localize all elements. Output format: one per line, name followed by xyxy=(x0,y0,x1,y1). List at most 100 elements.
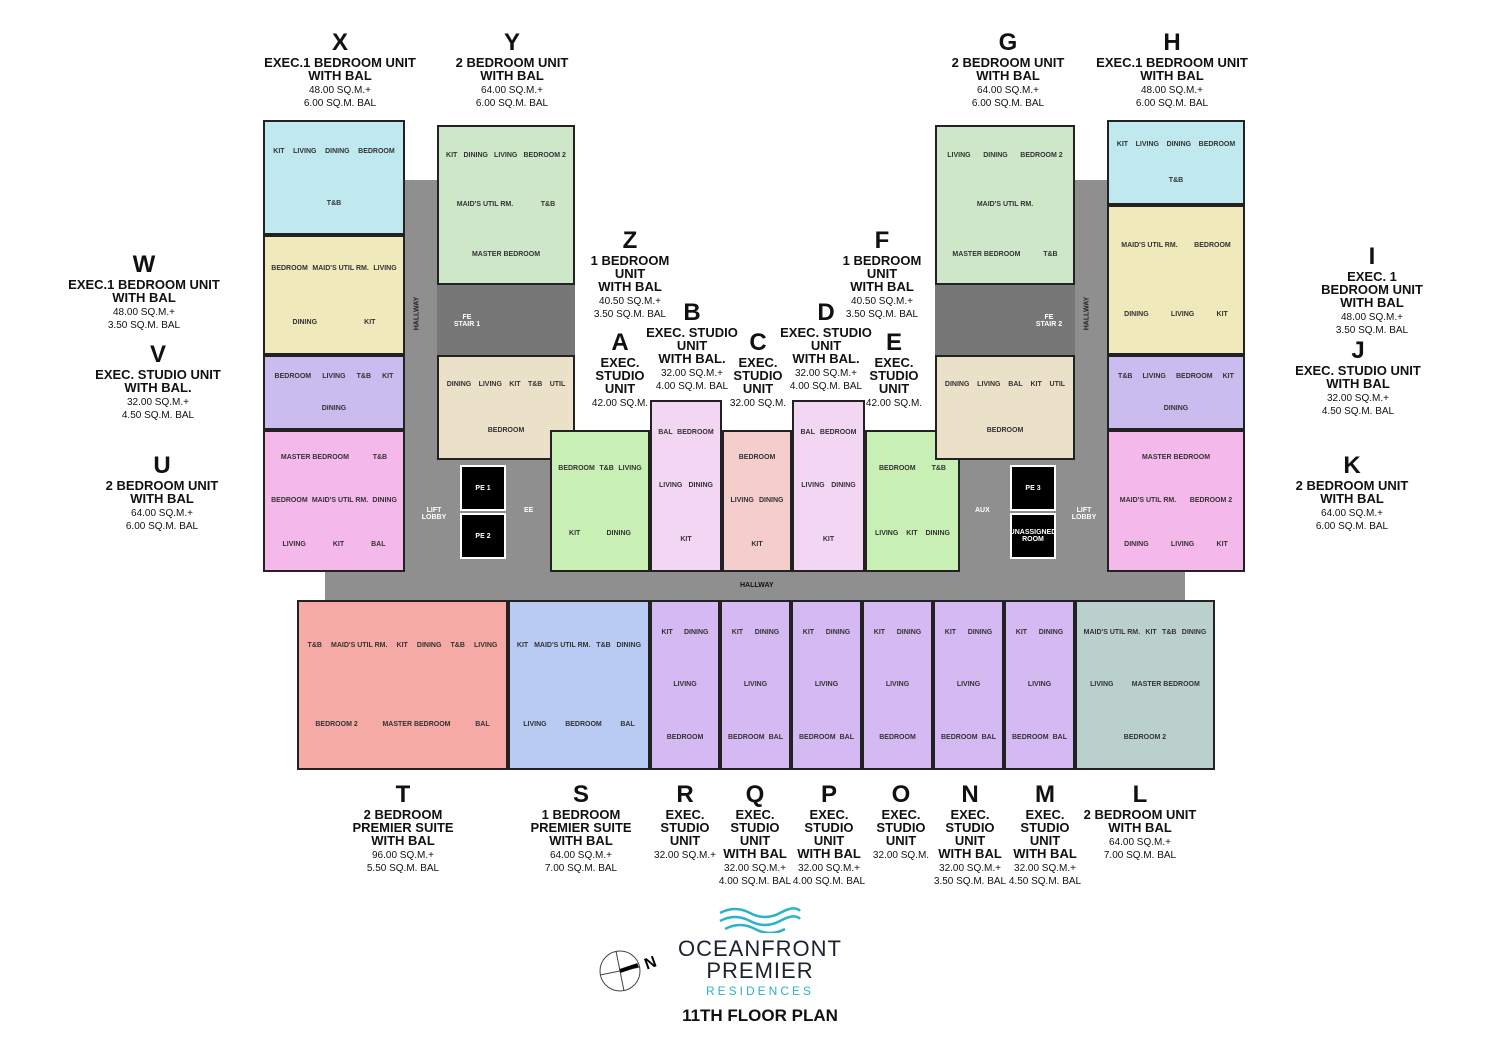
room-label: LIVING xyxy=(494,152,518,160)
unit-area: 32.00 SQ.M. xyxy=(872,850,930,861)
room-label: LIVING xyxy=(885,681,910,689)
room-label: DINING xyxy=(416,642,442,649)
room-label: DINING xyxy=(831,482,856,490)
room-label: KIT xyxy=(1116,140,1129,148)
unit-area: 32.00 SQ.M.+ xyxy=(654,850,716,861)
unit-letter: L xyxy=(1132,781,1148,808)
unit-letter: J xyxy=(1351,337,1365,364)
unit-area: 32.00 SQ.M. xyxy=(729,398,787,409)
unit-type: EXEC. STUDIO UNIT WITH BAL xyxy=(1013,807,1077,861)
unit-type: EXEC. 1 BEDROOM UNIT WITH BAL xyxy=(1321,269,1423,310)
unit-letter: K xyxy=(1343,452,1361,479)
elevator-pe1: PE 1 xyxy=(460,465,506,511)
room-label: LIVING xyxy=(293,148,317,156)
stair-2 xyxy=(935,285,1075,355)
room-label: LIVING xyxy=(1135,140,1159,148)
room-label: BEDROOM xyxy=(358,148,395,156)
fe-stair-2-label: FE STAIR 2 xyxy=(1035,314,1063,328)
hallway-right-label: HALLWAY xyxy=(1083,296,1091,331)
room-label: T&B xyxy=(450,642,465,649)
room-label: KIT xyxy=(1030,380,1042,388)
room-label: BAL xyxy=(1008,380,1023,388)
room-label: KIT xyxy=(906,530,918,537)
room-label: DINING xyxy=(754,628,780,636)
room-label: KIT xyxy=(273,148,285,156)
ee-label: EE xyxy=(524,507,534,514)
wave-logo-icon xyxy=(719,907,801,935)
room-label: MASTER BEDROOM xyxy=(280,454,349,462)
room-label: LIVING xyxy=(977,380,1001,388)
unit-type: EXEC. STUDIO UNIT xyxy=(876,807,926,848)
unit-type: EXEC. STUDIO UNIT xyxy=(660,807,710,848)
fe-stair-1-label: FE STAIR 1 xyxy=(453,314,481,328)
unit-area: 64.00 SQ.M.+ 6.00 SQ.M. BAL xyxy=(1315,508,1389,532)
unit-area: 32.00 SQ.M.+ 4.50 SQ.M. BAL xyxy=(1008,863,1082,887)
unit-letter: U xyxy=(153,452,171,479)
room-label: T&B xyxy=(931,465,946,472)
room-label: T&B xyxy=(307,642,322,649)
unit-type: 2 BEDROOM UNIT WITH BAL xyxy=(1295,478,1409,506)
unit-type: 2 BEDROOM UNIT WITH BAL xyxy=(455,55,569,83)
unit-area: 32.00 SQ.M.+ 4.00 SQ.M. BAL xyxy=(655,368,729,392)
floor-plan-title: 11TH FLOOR PLAN xyxy=(682,1006,838,1025)
lift-lobby-right: LIFT LOBBY xyxy=(1071,507,1097,521)
room-label: KIT xyxy=(1222,373,1234,381)
unit-area: 64.00 SQ.M.+ 7.00 SQ.M. BAL xyxy=(1103,837,1177,861)
unit-area: 32.00 SQ.M.+ 4.00 SQ.M. BAL xyxy=(789,368,863,392)
unit-type: EXEC. STUDIO UNIT xyxy=(595,355,645,396)
room-label: LIVING xyxy=(1027,681,1052,689)
room-label: DINING xyxy=(606,530,631,537)
room-label: LIVING xyxy=(373,264,397,272)
logo-line-3: RESIDENCES xyxy=(705,984,815,998)
room-label: BEDROOM xyxy=(1194,242,1231,249)
unit-area: 64.00 SQ.M.+ 6.00 SQ.M. BAL xyxy=(971,85,1045,109)
room-label: BEDROOM 2 xyxy=(315,721,358,728)
unit-area: 48.00 SQ.M.+ 6.00 SQ.M. BAL xyxy=(303,85,377,109)
room-label: MAID'S UTIL RM. xyxy=(1083,628,1141,636)
room-label: DINING xyxy=(1163,404,1189,412)
room-label: KIT xyxy=(364,318,376,326)
unit-type: 1 BEDROOM PREMIER SUITE WITH BAL xyxy=(530,807,632,848)
room-label: BEDROOM 2 xyxy=(1123,734,1167,742)
aux-label: AUX xyxy=(975,507,990,514)
room-label: LIVING xyxy=(523,721,547,728)
room-label: MAID'S UTIL RM. xyxy=(331,642,388,649)
room-label: UTIL xyxy=(549,380,566,388)
room-label: KIT xyxy=(1216,540,1228,548)
unit-type: 2 BEDROOM PREMIER SUITE WITH BAL xyxy=(352,807,454,848)
room-label: UTIL xyxy=(1049,380,1066,388)
room-label: LIVING xyxy=(618,465,642,472)
room-label: DINING xyxy=(925,530,951,537)
room-label: MASTER BEDROOM xyxy=(1131,681,1200,689)
room-label: KIT xyxy=(1145,628,1157,636)
unit-letter: H xyxy=(1163,29,1181,56)
room-label: DINING xyxy=(983,152,1008,160)
room-label: LIVING xyxy=(730,497,754,505)
unit-type: EXEC.1 BEDROOM UNIT WITH BAL xyxy=(264,55,416,83)
unit-type: EXEC. STUDIO UNIT WITH BAL xyxy=(723,807,787,861)
unit-area: 40.50 SQ.M.+ 3.50 SQ.M. BAL xyxy=(593,296,667,320)
room-label: BEDROOM xyxy=(879,734,916,742)
